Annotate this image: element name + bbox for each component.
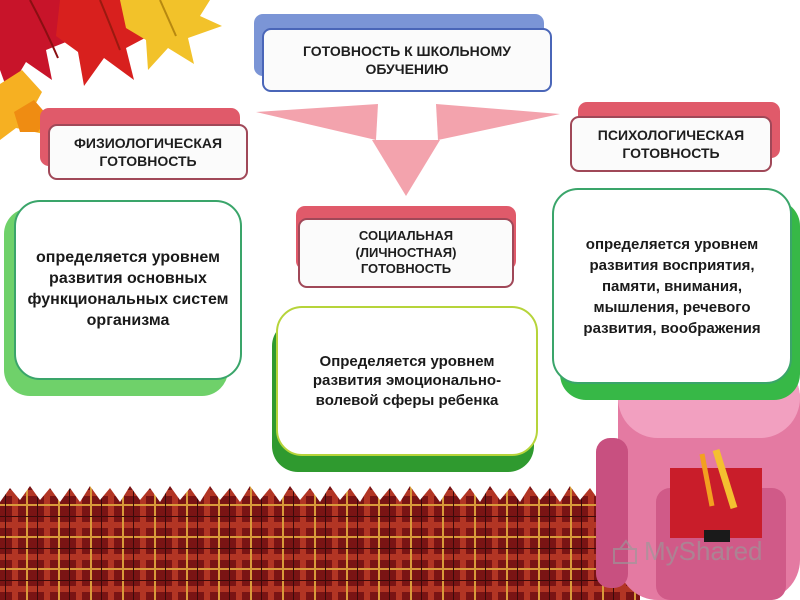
center-card-text: Определяется уровнем развития эмоциональ… — [312, 352, 502, 409]
top-box: ГОТОВНОСТЬ К ШКОЛЬНОМУ ОБУЧЕНИЮ — [262, 28, 552, 92]
center-header: СОЦИАЛЬНАЯ (ЛИЧНОСТНАЯ) ГОТОВНОСТЬ — [298, 218, 514, 288]
left-card-text: определяется уровнем развития основных ф… — [27, 249, 229, 329]
autumn-leaves-decoration — [0, 0, 222, 140]
right-header-title: ПСИХОЛОГИЧЕСКАЯ ГОТОВНОСТЬ — [597, 126, 745, 161]
right-card: определяется уровнем развития восприятия… — [552, 188, 792, 384]
right-header: ПСИХОЛОГИЧЕСКАЯ ГОТОВНОСТЬ — [570, 116, 772, 172]
top-box-title: ГОТОВНОСТЬ К ШКОЛЬНОМУ ОБУЧЕНИЮ — [303, 42, 511, 77]
plaid-fence-decoration — [0, 486, 640, 600]
left-header: ФИЗИОЛОГИЧЕСКАЯ ГОТОВНОСТЬ — [48, 124, 248, 180]
connector-arrows — [256, 104, 560, 196]
watermark: MyShared — [612, 536, 763, 567]
backpack-decoration — [596, 321, 800, 600]
center-header-title: СОЦИАЛЬНАЯ (ЛИЧНОСТНАЯ) ГОТОВНОСТЬ — [355, 227, 457, 277]
left-header-title: ФИЗИОЛОГИЧЕСКАЯ ГОТОВНОСТЬ — [73, 134, 223, 169]
left-card: определяется уровнем развития основных ф… — [14, 200, 242, 380]
watermark-logo-icon — [613, 538, 637, 564]
right-card-text: определяется уровнем развития восприятия… — [583, 235, 761, 337]
watermark-text: MyShared — [644, 536, 763, 566]
center-card: Определяется уровнем развития эмоциональ… — [276, 306, 538, 456]
